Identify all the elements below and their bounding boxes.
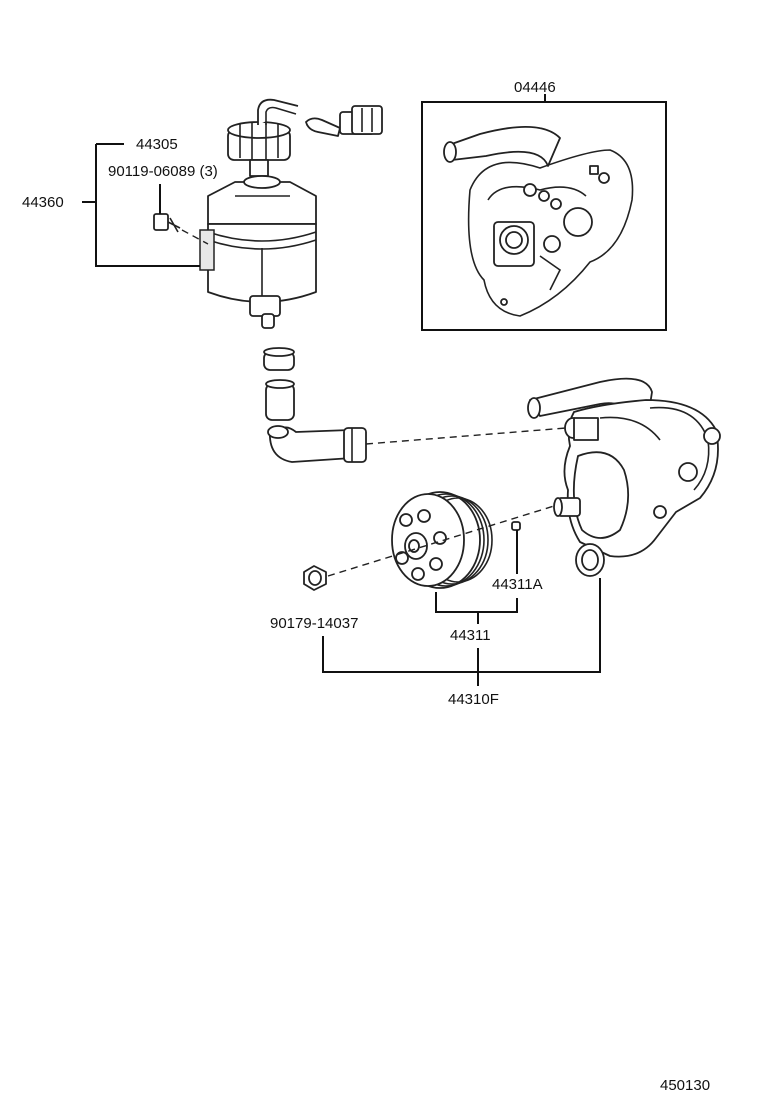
bolt-part (153, 213, 181, 233)
pulley-part (391, 491, 493, 589)
align-line-bolt (181, 229, 209, 245)
gasket-kit-box (421, 101, 667, 331)
hose-connector (339, 105, 383, 135)
label-90119-06089: 90119-06089 (3) (108, 163, 218, 180)
label-44311a: 44311A (492, 576, 543, 593)
label-44311: 44311 (450, 627, 491, 644)
leader-lines (82, 94, 601, 686)
hose-set (263, 347, 367, 463)
align-line-shaft (327, 505, 555, 577)
reservoir-body (199, 175, 317, 329)
label-44360: 44360 (22, 194, 64, 211)
power-steering-pump (527, 377, 721, 577)
label-44310f: 44310F (448, 691, 499, 708)
label-44305: 44305 (136, 136, 178, 153)
pulley-key-part (511, 521, 521, 531)
label-90179-14037: 90179-14037 (270, 615, 358, 632)
nut-part (303, 565, 327, 591)
figure-number: 450130 (660, 1077, 710, 1094)
reservoir-cap-part (227, 121, 291, 177)
align-line-hose (365, 427, 567, 445)
label-04446: 04446 (514, 79, 556, 96)
hose-segment (265, 379, 295, 421)
hose-clamp-1 (263, 347, 295, 371)
reservoir-tank (153, 98, 383, 329)
return-hose (267, 425, 367, 463)
